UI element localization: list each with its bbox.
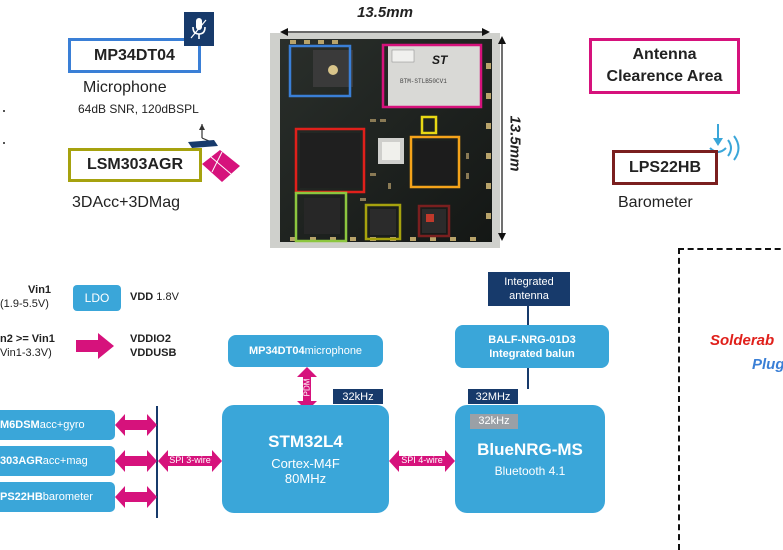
pdm-arrow xyxy=(297,367,317,411)
wireless-icon xyxy=(704,122,748,162)
vddusb-label: VDDUSB xyxy=(130,347,177,359)
acc-label-box: LSM303AGR xyxy=(68,148,202,182)
mic-block-desc: microphone xyxy=(304,345,363,357)
spi-bus-line xyxy=(156,406,158,518)
margin-dot xyxy=(3,110,5,112)
spi3-arrow xyxy=(158,450,222,472)
antenna-clearance-box: Antenna Clearence Area xyxy=(589,38,740,94)
margin-dot xyxy=(3,142,5,144)
mic-caption: Microphone xyxy=(83,79,167,96)
balun-block: BALF-NRG-01D3 Integrated balun xyxy=(455,325,609,368)
antenna-connector xyxy=(527,306,529,326)
sensor-block-baro: PS22HB barometer xyxy=(0,482,115,512)
integrated-antenna-block: Integrated antenna xyxy=(488,272,570,306)
vdd-output: VDD 1.8V xyxy=(130,291,179,303)
mcu-core: Cortex-M4F xyxy=(271,456,340,471)
acc-caption: 3DAcc+3DMag xyxy=(72,194,181,211)
vdd-value: 1.8V xyxy=(156,291,179,303)
sensor-baro-arrow xyxy=(115,486,157,508)
panel-line-2: Plug xyxy=(752,356,783,373)
spi4-arrow xyxy=(389,450,455,472)
ldo-block: LDO xyxy=(73,285,121,311)
ble-standard: Bluetooth 4.1 xyxy=(494,464,566,478)
module-photo: ST BTM-STLB50CV1 xyxy=(270,33,500,248)
panel-line-1: Solderab xyxy=(710,332,775,349)
acc-sensor-icon xyxy=(184,124,246,192)
height-dimension-label: 13.5mm xyxy=(506,115,524,172)
mcu-block: STM32L4 Cortex-M4F 80MHz xyxy=(222,405,389,513)
chip-marking: ST xyxy=(432,53,449,67)
sensor-mag-desc: acc+mag xyxy=(42,455,88,467)
ble-32khz-tag: 32kHz xyxy=(470,414,518,429)
vin2-range: Vin1-3.3V) xyxy=(0,347,52,359)
mcu-32khz-tag: 32kHz xyxy=(333,389,383,404)
vin2-arrow xyxy=(76,333,114,359)
spi3-label: SPI 3-wire xyxy=(169,455,211,465)
balun-name: BALF-NRG-01D3 xyxy=(488,333,576,346)
mic-specs: 64dB SNR, 120dBSPL xyxy=(78,102,199,116)
pdm-label: PDM xyxy=(302,378,312,397)
vin1-range: (1.9-5.5V) xyxy=(0,298,49,310)
balun-connector xyxy=(527,368,529,389)
ble-32mhz-tag: 32MHz xyxy=(468,389,518,404)
vdd-label: VDD xyxy=(130,291,154,303)
mic-block-name: MP34DT04 xyxy=(248,345,305,357)
solderable-panel xyxy=(678,248,783,550)
baro-caption: Barometer xyxy=(618,194,693,211)
ble-name: BlueNRG-MS xyxy=(477,440,583,459)
sensor-imu-desc: acc+gyro xyxy=(39,419,85,431)
sensor-baro-desc: barometer xyxy=(42,491,93,503)
width-dimension-label: 13.5mm xyxy=(357,4,413,21)
vddio2-label: VDDIO2 xyxy=(130,333,171,345)
balun-desc: Integrated balun xyxy=(489,347,575,360)
vin1-label: Vin1 xyxy=(28,284,52,296)
sensor-mag-arrow xyxy=(115,450,157,472)
mic-label-box: MP34DT04 xyxy=(68,38,201,73)
vin2-label: n2 >= Vin1 xyxy=(0,333,55,345)
sensor-imu-arrow xyxy=(115,414,157,436)
mcu-frequency: 80MHz xyxy=(284,471,327,486)
height-dimension-line xyxy=(497,36,507,241)
sensor-imu-name: M6DSM xyxy=(0,419,40,431)
baro-label-box: LPS22HB xyxy=(612,150,718,185)
sensor-block-mag: 303AGR acc+mag xyxy=(0,446,115,476)
spi4-label: SPI 4-wire xyxy=(401,455,443,465)
sensor-mag-name: 303AGR xyxy=(0,455,43,467)
mcu-name: STM32L4 xyxy=(268,432,343,451)
mic-icon xyxy=(184,12,214,46)
width-dimension-line xyxy=(280,24,490,36)
sensor-baro-name: PS22HB xyxy=(0,491,43,503)
svg-text:BTM-STLB50CV1: BTM-STLB50CV1 xyxy=(400,78,447,85)
mic-block: MP34DT04 microphone xyxy=(228,335,383,367)
sensor-block-imu: M6DSM acc+gyro xyxy=(0,410,115,440)
